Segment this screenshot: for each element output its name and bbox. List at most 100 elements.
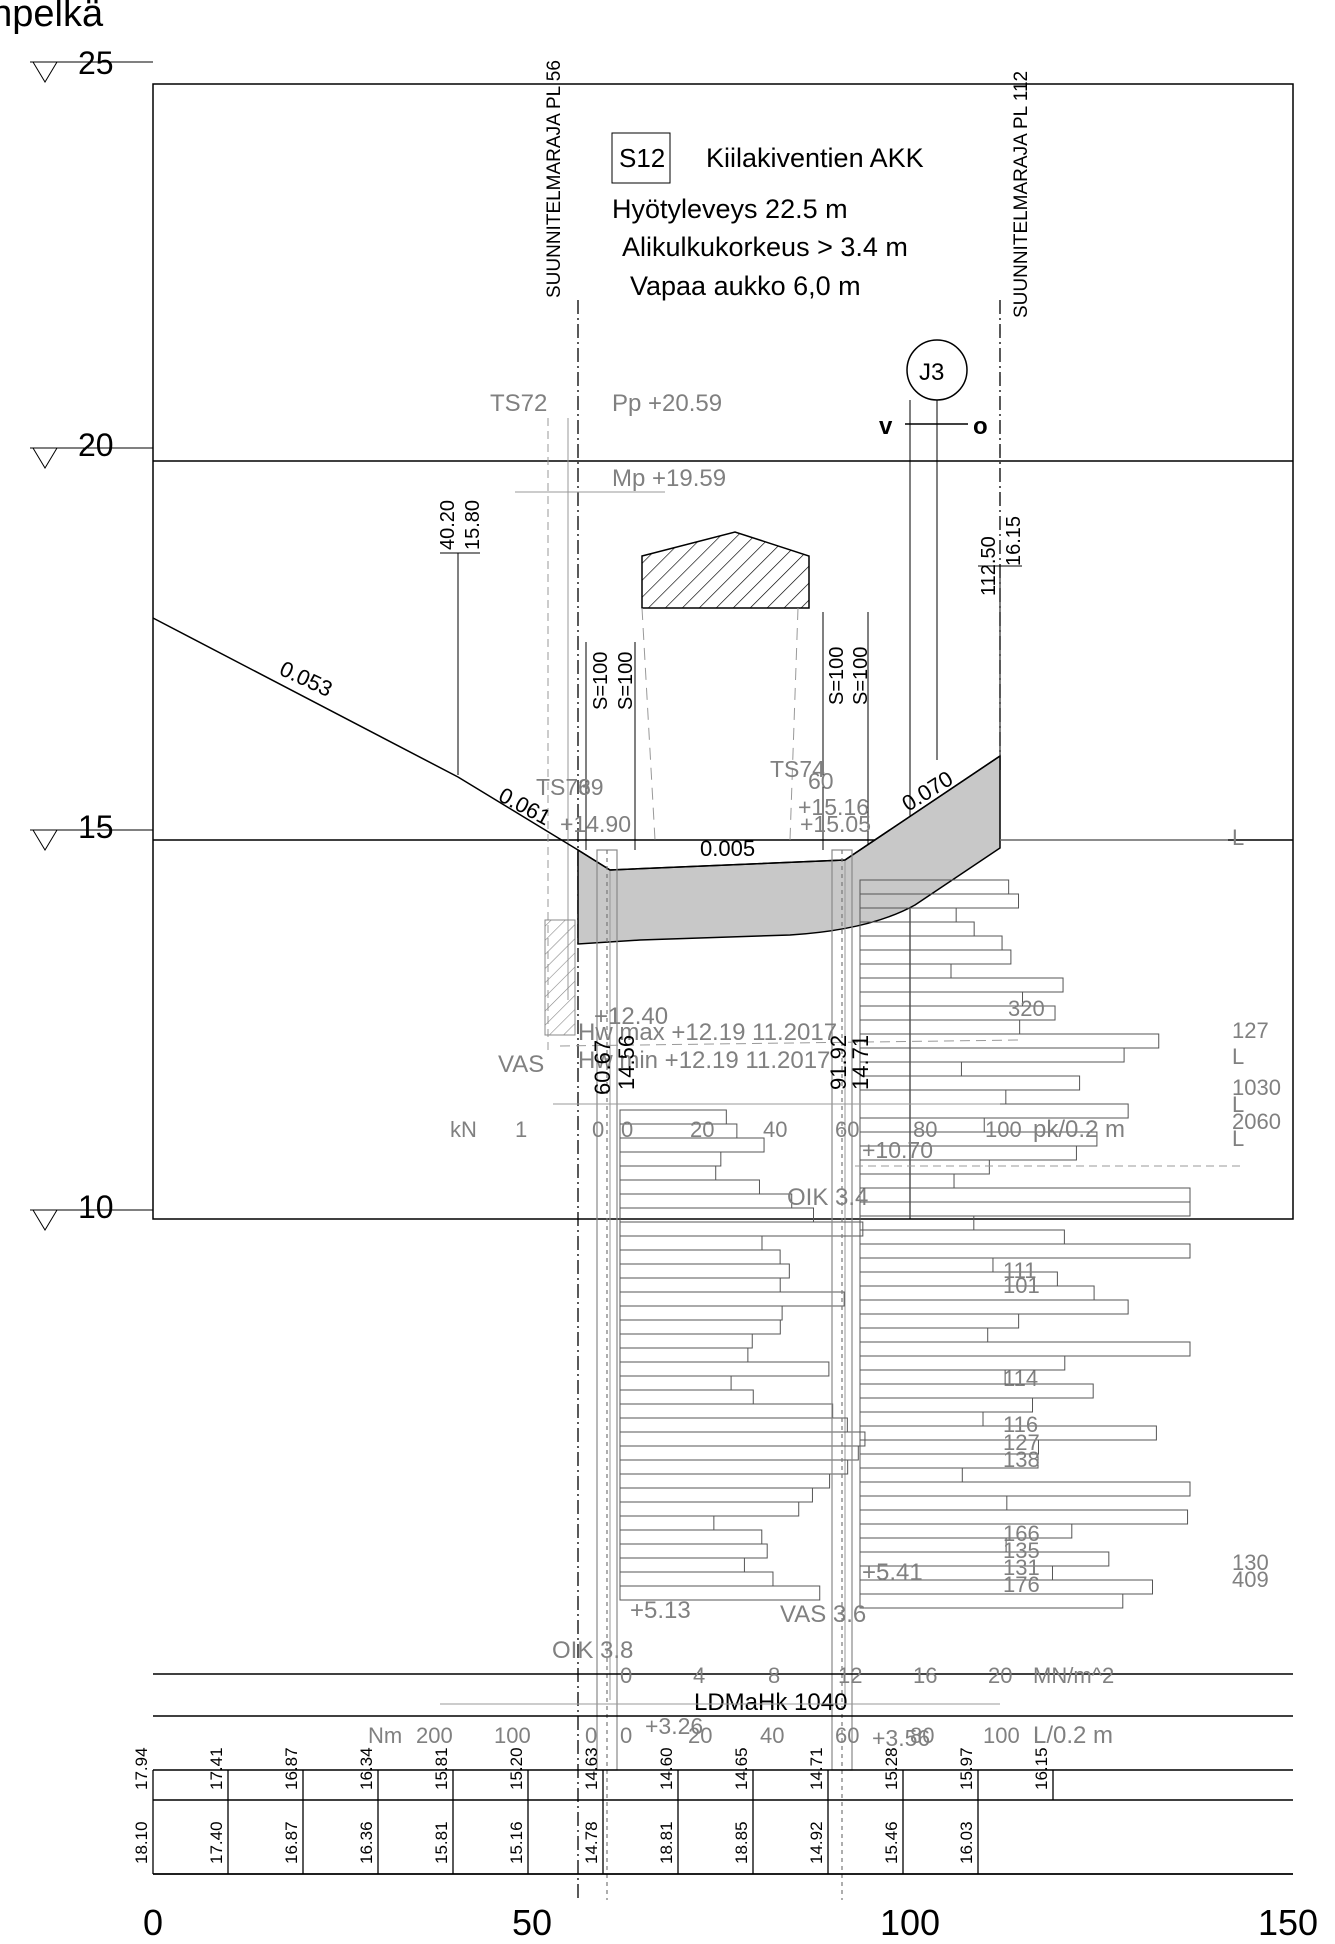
kn-tick-60: 60 [835,1117,859,1142]
road-surface [152,617,1001,871]
blow-409: 409 [1232,1567,1269,1592]
table-value: 16.03 [957,1821,976,1864]
sounding-bar [859,1089,1007,1105]
table-value: 18.81 [657,1821,676,1864]
slope-left-outer: 0.053 [276,656,336,702]
vas-36: VAS 3.6 [780,1601,866,1628]
blow-130: 130 [1232,1550,1269,1575]
table-value: 14.63 [582,1747,601,1790]
sounding-bar [619,1123,738,1139]
ldm-label: LDMaHk 1040 [694,1689,847,1716]
j3-right-label: o [973,413,988,440]
nm-tick-100: 100 [494,1723,531,1748]
table-value: 15.97 [957,1747,976,1790]
sd-label: S=100 [850,647,872,705]
mp-level: Mp +19.59 [612,465,726,492]
svg-text:25: 25 [78,45,114,81]
blow-135: 135 [1003,1538,1040,1563]
sounding-bar [619,1151,722,1167]
table-value: 14.92 [807,1821,826,1864]
pk-unit: pk/0.2 m [1033,1116,1125,1143]
pp-level: Pp +20.59 [612,390,722,417]
gw-val2: 91.92 [826,1035,851,1090]
sounding-bar [859,1201,1191,1217]
hatched-block-left [544,919,576,1036]
blow-138: 138 [1003,1447,1040,1472]
sounding-bar [619,1445,859,1461]
alignment-label-left: SUUNNITELMARAJA PL 56 [544,60,565,298]
right-val-l3: L [1232,1126,1244,1151]
table-value: 17.94 [132,1747,151,1790]
gw-val2b: 14.71 [848,1035,873,1090]
table-value: 17.40 [207,1821,226,1864]
gw-val1b: 14.56 [614,1035,639,1090]
main-frame [152,83,1294,1220]
kn-tick-20: 20 [690,1117,714,1142]
sounding-bar [859,1061,962,1077]
elevation-marker-15: 15 [30,809,153,851]
ts74-level: +15.16 [798,794,869,820]
right-val-l1: L [1232,1044,1244,1069]
kn-tick-80: 80 [913,1117,937,1142]
gw-level: +12.40 [594,1003,668,1030]
ts74-level2: +15.05 [800,811,871,837]
level-541: +5.41 [862,1559,923,1586]
sounding-bar [619,1585,821,1601]
sounding-bar [619,1389,754,1405]
sounding-bar [619,1403,834,1419]
bottom-axis-150: 150 [1258,1902,1318,1943]
structure-width: Hyötyleveys 22.5 m [612,194,848,224]
structure-code-box [611,132,671,184]
j3-left-label: v [879,413,893,440]
sounding-bar [859,935,1003,951]
sounding-bar [619,1459,849,1475]
sounding-bar [619,1207,815,1223]
structure-opening: Vapaa aukko 6,0 m [630,271,861,301]
sounding-bar [619,1501,800,1517]
sounding-bar [859,991,1024,1007]
table-value: 15.81 [432,1747,451,1790]
table-value: 15.20 [507,1747,526,1790]
sounding-bars-right [859,879,1191,1609]
sounding-320: 320 [1008,996,1045,1021]
slope-middle: 0.005 [700,836,755,861]
sounding-bar [619,1319,781,1335]
station-left: 40.20 [437,500,459,550]
blow-166: 166 [1003,1521,1040,1546]
blow-111: 111 [1003,1258,1036,1283]
bottom-axis-100: 100 [880,1902,940,1943]
sounding-bar [619,1179,760,1195]
right-val-127: 127 [1232,1018,1269,1043]
table-value: 14.71 [807,1747,826,1790]
sounding-bar [619,1305,783,1321]
nm-tick-0: 0 [585,1723,597,1748]
sounding-bar [619,1193,793,1209]
gw-min: Hw min +12.19 11.2017 [578,1047,830,1074]
gw-max: Hw max +12.19 11.2017 [578,1019,837,1046]
sounding-bar [859,1411,984,1427]
blow-116: 116 [1003,1412,1038,1437]
bottom-axis-0: 0 [143,1902,163,1943]
sb-label: S=100 [615,652,637,710]
sounding-bar [859,949,1012,965]
station-right-elev: 16.15 [1003,516,1025,566]
sounding-bar [619,1417,848,1433]
l-tick-60: 60 [835,1723,859,1748]
sounding-bar [859,921,975,937]
sounding-bars-left [619,1109,866,1601]
ts74-label: TS74 [770,756,825,782]
gw-val1: 60.67 [590,1040,615,1095]
bridge-deck [641,531,810,609]
alignment-label-right: SUUNNITELMARAJA PL 112 [1011,71,1032,318]
ts73-level: +14.90 [560,811,631,837]
ts72-label: TS72 [490,390,547,417]
table-value: 16.15 [1032,1747,1051,1790]
sounding-bar [859,1075,1081,1091]
kn-tick-0a: 0 [592,1117,604,1142]
sounding-bar [859,1397,1034,1413]
table-value: 16.87 [282,1747,301,1790]
blow-176: 176 [1003,1572,1040,1597]
elevation-marker-20: 20 [30,427,153,469]
elevation-marker-25: 25 [30,45,153,83]
